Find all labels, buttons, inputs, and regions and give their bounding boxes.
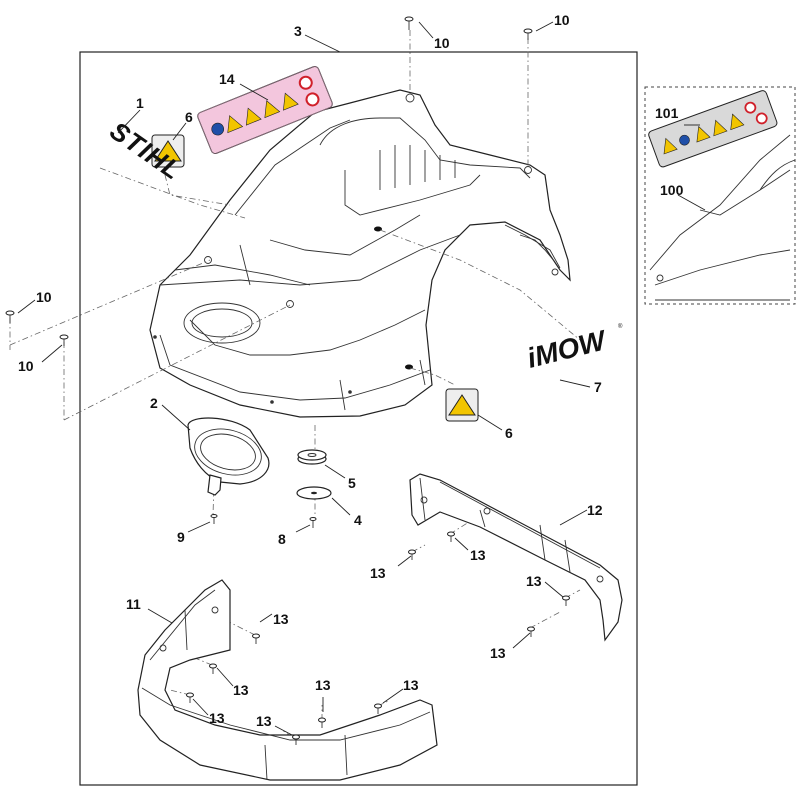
screw-13-j xyxy=(292,734,300,745)
rear-bumper-part xyxy=(137,579,438,781)
callout-9: 9 xyxy=(177,529,185,545)
warning-triangle-icon xyxy=(696,125,711,143)
prohibition-sign-icon xyxy=(744,101,757,114)
callout-13-e: 13 xyxy=(273,611,289,627)
warning-decal-6-bottom xyxy=(445,388,479,422)
front-bumper-part xyxy=(409,473,623,642)
callout-12: 12 xyxy=(587,502,603,518)
prohibition-sign-icon xyxy=(305,92,320,107)
callout-13-g: 13 xyxy=(209,710,225,726)
warning-triangle-icon xyxy=(713,119,728,137)
inset-frame xyxy=(644,86,796,305)
inset-hood-part-100 xyxy=(649,134,796,301)
callout-13-h: 13 xyxy=(256,713,272,729)
callout-13-f: 13 xyxy=(233,682,249,698)
callout-2: 2 xyxy=(150,395,158,411)
callout-13-j: 13 xyxy=(403,677,419,693)
screw-part-10-left-upper xyxy=(5,310,15,323)
screw-13-a xyxy=(408,549,416,560)
warning-decal-6-top xyxy=(151,134,185,168)
screw-part-13-group xyxy=(186,531,570,745)
callout-10-left-upper: 10 xyxy=(36,289,52,305)
screw-13-h xyxy=(318,717,326,728)
callout-14: 14 xyxy=(219,71,235,87)
screw-part-8 xyxy=(309,517,317,528)
warning-triangle-icon xyxy=(154,140,182,162)
callout-100: 100 xyxy=(660,182,684,198)
main-diagram-frame xyxy=(79,51,638,786)
washer-part xyxy=(296,486,332,500)
callout-10-top-left: 10 xyxy=(434,35,450,51)
callout-8: 8 xyxy=(278,531,286,547)
screw-13-c xyxy=(562,595,570,606)
warning-triangle-icon xyxy=(448,394,476,416)
callout-3: 3 xyxy=(294,23,302,39)
hood-display-opening xyxy=(183,302,261,344)
warning-triangle-icon xyxy=(264,100,281,119)
hood-cover xyxy=(149,89,571,418)
screw-part-9 xyxy=(210,514,218,524)
screw-13-f xyxy=(209,663,217,674)
screw-13-g xyxy=(186,692,194,703)
display-cover-part xyxy=(187,417,270,496)
callout-13-d: 13 xyxy=(490,645,506,661)
safety-decal-14 xyxy=(197,65,333,155)
callout-6-top: 6 xyxy=(185,109,193,125)
screw-13-e xyxy=(252,633,260,644)
warning-triangle-icon xyxy=(663,137,678,155)
screw-part-10-left-lower xyxy=(59,334,69,346)
prohibition-sign-icon xyxy=(298,75,313,90)
callout-11: 11 xyxy=(126,596,141,612)
callout-5: 5 xyxy=(348,475,356,491)
mandatory-sign-icon xyxy=(679,134,690,146)
screw-13-b xyxy=(447,531,455,542)
callout-13-i: 13 xyxy=(315,677,331,693)
screw-13-i xyxy=(374,703,382,714)
callout-13-a: 13 xyxy=(370,565,386,581)
callout-10-top-right: 10 xyxy=(554,12,570,28)
warning-triangle-icon xyxy=(227,115,244,134)
callout-101: 101 xyxy=(655,105,679,121)
callout-6-bottom: 6 xyxy=(505,425,513,441)
warning-triangle-icon xyxy=(730,113,745,131)
callout-10-left-lower: 10 xyxy=(18,358,34,374)
rubber-grommet-part xyxy=(297,449,327,465)
callout-13-b: 13 xyxy=(470,547,486,563)
screw-13-d xyxy=(527,626,535,637)
callout-13-c: 13 xyxy=(526,573,542,589)
warning-triangle-icon xyxy=(245,107,262,126)
callout-labels: 1 2 3 4 5 6 6 7 8 9 10 10 10 10 11 12 13… xyxy=(18,12,684,729)
mandatory-sign-icon xyxy=(211,122,225,136)
warning-triangle-icon xyxy=(283,92,299,111)
inset-safety-decal-101 xyxy=(648,90,778,168)
callout-1: 1 xyxy=(136,95,144,111)
prohibition-sign-icon xyxy=(755,112,768,125)
callout-leader-lines xyxy=(17,21,706,736)
screw-part-10-top-right xyxy=(523,28,533,40)
callout-7: 7 xyxy=(594,379,602,395)
imow-logo-decal: iMOW xyxy=(524,324,611,374)
callout-4: 4 xyxy=(354,512,362,528)
screw-part-10-top-left xyxy=(404,16,414,30)
registered-mark: ® xyxy=(618,323,623,330)
